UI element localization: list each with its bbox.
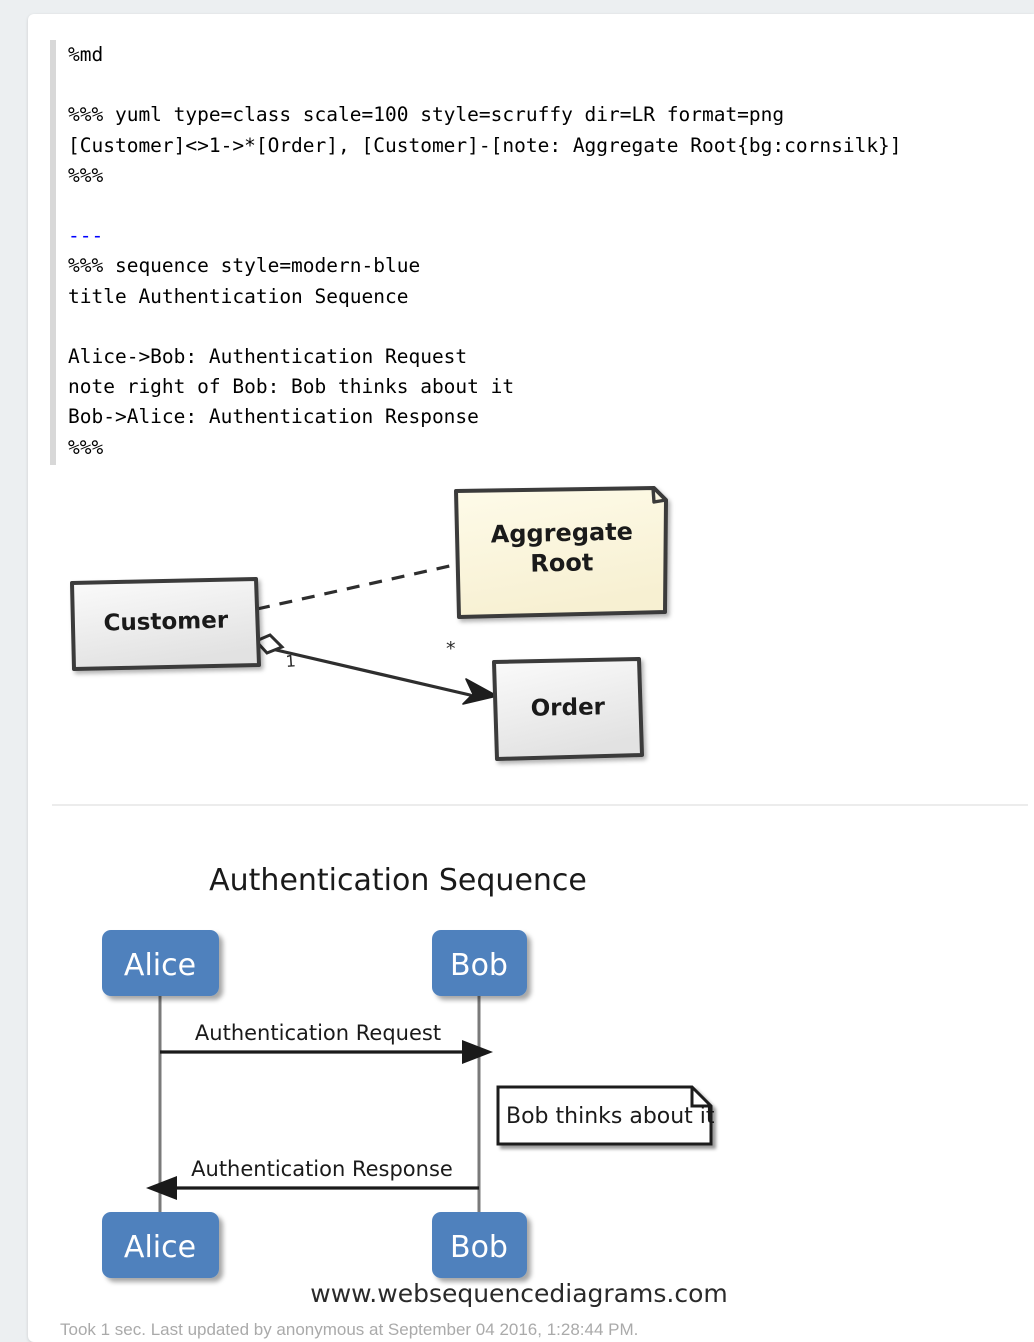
actor-alice-bottom-label: Alice — [124, 1230, 196, 1265]
actor-bob-bottom-label: Bob — [450, 1230, 508, 1265]
multiplicity-source: 1 — [285, 651, 296, 671]
code-line-seq-msg2: Bob->Alice: Authentication Response — [68, 405, 479, 429]
code-line-blank — [68, 312, 1010, 342]
actor-alice-bottom — [102, 1212, 219, 1278]
message-authentication-request — [160, 1040, 493, 1064]
message-authentication-response-label: Authentication Response — [191, 1157, 453, 1181]
code-line-blank — [68, 70, 1010, 100]
class-note-label-line2: Root — [530, 548, 594, 577]
actor-bob-top — [432, 930, 527, 996]
result-separator — [52, 804, 1028, 806]
class-box-order-label: Order — [530, 694, 605, 722]
code-line-md: %md — [68, 43, 104, 66]
class-note-link — [256, 563, 455, 611]
sequence-note-box — [496, 1085, 713, 1146]
code-line-seq-msg1: Alice->Bob: Authentication Request — [68, 344, 468, 368]
sequence-note-label: Bob thinks about it — [506, 1104, 715, 1129]
class-box-customer-label: Customer — [103, 607, 229, 636]
actor-alice-top-label: Alice — [124, 948, 196, 983]
actor-bob-top-label: Bob — [450, 948, 508, 983]
paragraph-card: %md %%% yuml type=class scale=100 style=s… — [28, 14, 1034, 1342]
class-box-order — [492, 657, 644, 761]
class-note-label-line1: Aggregate — [490, 518, 633, 549]
class-note-box — [454, 486, 668, 619]
multiplicity-target: * — [446, 638, 456, 660]
class-diagram-output: 1 * Aggregate Root Customer Orde — [50, 469, 750, 789]
actor-bob-bottom — [432, 1212, 527, 1278]
code-line-hr: --- — [68, 224, 104, 248]
message-authentication-response — [146, 1176, 479, 1200]
code-line-fence-close-1: %%% — [68, 163, 104, 187]
code-text[interactable]: %md %%% yuml type=class scale=100 style=s… — [68, 40, 1010, 463]
message-authentication-request-label: Authentication Request — [195, 1021, 441, 1045]
class-aggregation-edge — [253, 633, 498, 705]
code-line-yuml-body: [Customer]<>1->*[Order], [Customer]-[not… — [68, 133, 902, 157]
sequence-title: Authentication Sequence — [209, 863, 587, 898]
editor-gutter — [50, 40, 56, 465]
code-line-blank — [68, 191, 1010, 221]
code-line-seq-directive: %%% sequence style=modern-blue — [68, 254, 421, 278]
code-editor[interactable]: %md %%% yuml type=class scale=100 style=s… — [50, 40, 1010, 465]
sequence-watermark: www.websequencediagrams.com — [310, 1279, 727, 1308]
code-line-yuml-directive: %%% yuml type=class scale=100 style=scru… — [68, 103, 785, 127]
code-line-seq-title: title Authentication Sequence — [68, 284, 409, 308]
sequence-diagram-output: Authentication Sequence Alice Bob — [50, 832, 750, 1312]
class-box-customer — [70, 577, 261, 671]
paragraph-status-text: Took 1 sec. Last updated by anonymous at… — [60, 1320, 639, 1339]
actor-alice-top — [102, 930, 219, 996]
code-line-fence-close-2: %%% — [68, 435, 104, 459]
code-line-seq-note: note right of Bob: Bob thinks about it — [68, 375, 515, 399]
